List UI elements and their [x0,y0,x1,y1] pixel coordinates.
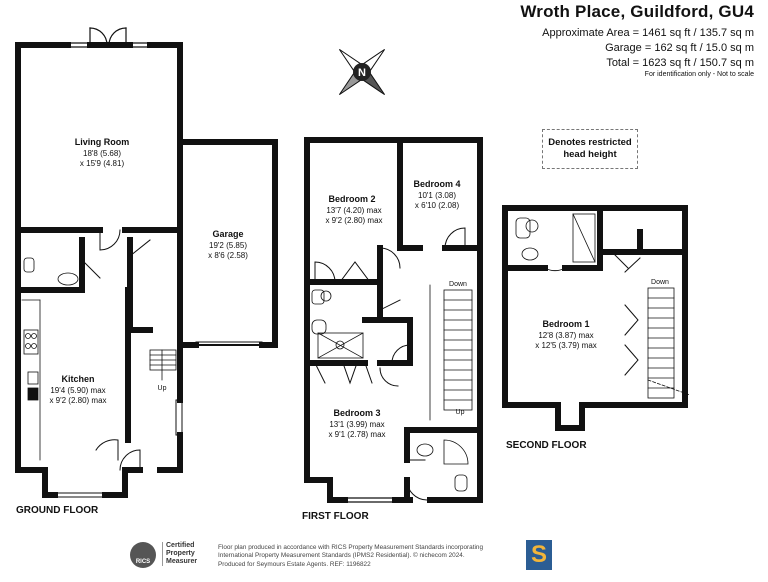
total-area: Total = 1623 sq ft / 150.7 sq m [606,57,754,69]
agent-logo: S [526,540,552,570]
room-kitchen-dim1: 19'4 (5.90) max [50,386,105,395]
room-bed1-name: Bedroom 1 [542,319,589,329]
second-stairs-down: Down [651,279,669,286]
second-floor-walls [502,205,688,431]
footer-disclaimer: Floor plan produced in accordance with R… [218,544,528,569]
room-bed3-name: Bedroom 3 [333,408,380,418]
room-garage-name: Garage [212,229,243,239]
room-bed4-name: Bedroom 4 [413,179,460,189]
rics-logo-icon: RICS [130,542,156,568]
second-fixtures [515,213,596,263]
first-floor-label: FIRST FLOOR [302,511,369,522]
rics-badge: RICS Certified Property Measurer [130,540,212,572]
legend-line-2: head height [563,149,617,160]
room-bed4-dim1: 10'1 (3.08) [418,191,456,200]
french-doors [67,27,151,48]
room-bed1-dim1: 12'8 (3.87) max [538,331,593,340]
room-bed1-dim2: x 12'5 (3.79) max [535,341,597,350]
room-garage-dim2: x 8'6 (2.58) [208,251,248,260]
second-doors [544,251,641,376]
rics-badge-line-1: Certified [166,542,195,549]
first-stairs-down: Down [449,281,467,288]
ground-stairs-up: Up [158,385,167,392]
room-bed3-dim1: 13'1 (3.99) max [329,420,384,429]
first-stairs [429,284,473,421]
room-bed4-dim2: x 6'10 (2.08) [415,201,460,210]
ground-stairs [149,349,177,381]
compass-label: N [358,67,366,79]
ground-fixtures [21,257,79,461]
room-kitchen-name: Kitchen [61,374,94,384]
first-floor-walls [304,137,483,503]
first-doors [314,227,466,501]
page-title: Wroth Place, Guildford, GU4 [520,2,754,21]
approx-area: Approximate Area = 1461 sq ft / 135.7 sq… [542,27,754,39]
ground-doors [54,229,183,498]
legend-line-1: Denotes restricted [548,137,632,148]
scale-note: For identification only - Not to scale [644,71,754,78]
ground-floor-walls [15,42,183,498]
footer-line-3: Produced for Seymours Estate Agents. REF… [218,560,371,568]
room-bed3-dim2: x 9'1 (2.78) max [328,430,385,439]
room-bed2-dim1: 13'7 (4.20) max [326,206,381,215]
room-living-dim1: 18'8 (5.68) [83,149,121,158]
second-floor-label: SECOND FLOOR [506,440,587,451]
restricted-head-height-legend: Denotes restricted head height [542,129,638,169]
garage-area: Garage = 162 sq ft / 15.0 sq m [605,42,754,54]
area-summary: Approximate Area = 1461 sq ft / 135.7 sq… [542,26,754,78]
first-floor-windows [329,137,441,503]
ground-floor-label: GROUND FLOOR [16,505,99,516]
first-fixtures [311,289,469,492]
room-living-dim2: x 15'9 (4.81) [80,159,125,168]
room-bed2-dim2: x 9'2 (2.80) max [325,216,382,225]
garage-walls [177,139,278,348]
first-stairs-up: Up [456,409,465,416]
room-kitchen-dim2: x 9'2 (2.80) max [49,396,106,405]
footer-line-1: Floor plan produced in accordance with R… [218,544,483,551]
room-living-name: Living Room [75,137,130,147]
rics-badge-line-2: Property [166,550,195,557]
second-stairs [647,287,691,399]
rics-badge-text: Certified Property Measurer [162,542,197,566]
compass-icon: N [338,48,386,96]
footer-line-2: International Property Measurement Stand… [218,552,465,560]
rics-badge-line-3: Measurer [166,558,198,565]
room-bed2-name: Bedroom 2 [328,194,375,204]
room-garage-dim1: 19'2 (5.85) [209,241,247,250]
